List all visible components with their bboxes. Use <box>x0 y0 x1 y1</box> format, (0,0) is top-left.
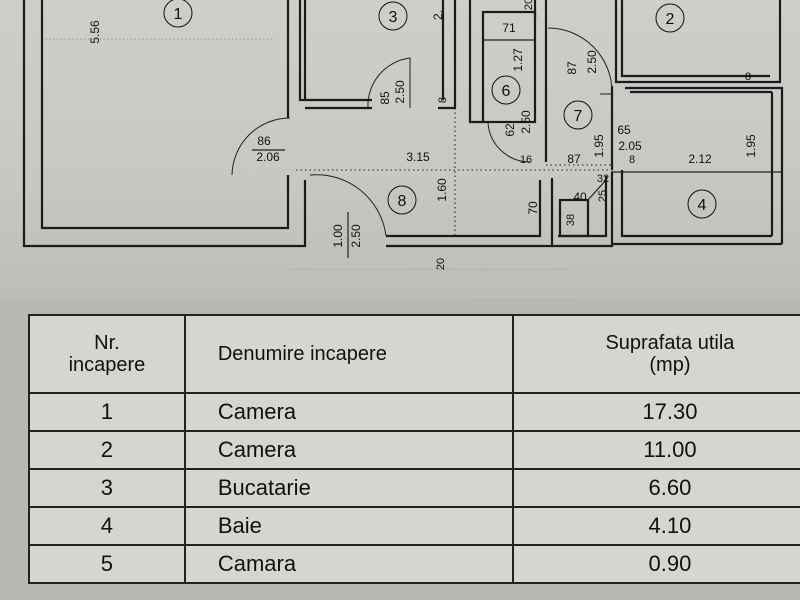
cell-nr: 5 <box>28 544 186 584</box>
dim-65: 65 <box>617 123 631 137</box>
svg-text:..............................: ........................................… <box>40 27 273 43</box>
table-row: 2 Camera 11.00 <box>28 430 800 470</box>
cell-nr: 4 <box>28 506 186 546</box>
dim-1-95-b: 1.95 <box>744 134 758 158</box>
dim-1-95-a: 1.95 <box>592 134 606 158</box>
room-number-7: 7 <box>574 108 583 125</box>
dim-87: 87 <box>565 61 579 75</box>
cell-name: Bucatarie <box>183 468 514 508</box>
header-area-line1: Suprafata utila <box>605 332 735 354</box>
cell-name: Camera <box>183 430 514 470</box>
dim-2-12: 2.12 <box>688 152 712 166</box>
dim-2-50-d: 2.50 <box>349 224 363 248</box>
dim-2-50-b: 2.50 <box>393 80 407 104</box>
cell-area: 6.60 <box>511 468 800 508</box>
dim-5-56: 5.56 <box>88 20 102 44</box>
dim-25: 25 <box>597 190 609 202</box>
dim-1-00: 1.00 <box>331 224 345 248</box>
dim-2-x: 2. <box>431 10 445 20</box>
dim-87-b: 87 <box>567 152 581 166</box>
header-room-name: Denumire incapere <box>183 314 514 394</box>
table-row: 1 Camera 17.30 <box>28 392 800 432</box>
room-number-8: 8 <box>398 193 407 210</box>
dim-86: 86 <box>257 134 271 148</box>
room-number-4: 4 <box>698 197 707 214</box>
dim-38: 38 <box>565 214 577 226</box>
table-row: 5 Camara 0.90 <box>28 544 800 584</box>
room-areas-table: Nr. incapere Denumire incapere Suprafata… <box>28 314 800 584</box>
header-room-number: Nr. incapere <box>28 314 186 394</box>
svg-text:............................: ............................ <box>470 287 579 300</box>
svg-text:..............................: ........................................… <box>290 257 570 273</box>
dim-2-06: 2.06 <box>256 150 280 164</box>
cell-name: Baie <box>183 506 514 546</box>
table-header-row: Nr. incapere Denumire incapere Suprafata… <box>28 314 800 394</box>
room-number-2: 2 <box>666 11 675 28</box>
floor-plan: ........................................… <box>0 0 800 300</box>
room-number-3: 3 <box>389 9 398 26</box>
dim-8-c: 8 <box>629 154 635 166</box>
room-number-1: 1 <box>174 6 183 23</box>
cell-nr: 2 <box>28 430 186 470</box>
dim-8-b: 8 <box>437 97 449 103</box>
dim-2-05: 2.05 <box>618 139 642 153</box>
dim-1-27: 1.27 <box>511 48 525 72</box>
cell-area: 11.00 <box>511 430 800 470</box>
dim-71: 71 <box>502 21 516 35</box>
cell-nr: 3 <box>28 468 186 508</box>
dim-62: 62 <box>503 123 517 137</box>
dim-20-top: 20 <box>523 0 535 10</box>
cell-nr: 1 <box>28 392 186 432</box>
dim-16: 16 <box>520 154 532 166</box>
cell-area: 17.30 <box>511 392 800 432</box>
dim-32: 32 <box>597 173 609 185</box>
table-row: 4 Baie 4.10 <box>28 506 800 546</box>
dim-2-50-c: 2.50 <box>519 110 533 134</box>
cell-area: 0.90 <box>511 544 800 584</box>
cell-area: 4.10 <box>511 506 800 546</box>
dim-40: 40 <box>573 190 587 204</box>
floor-plan-drawing: ........................................… <box>22 0 784 300</box>
dim-20-bottom: 20 <box>435 258 447 270</box>
cell-name: Camara <box>183 544 514 584</box>
dim-85: 85 <box>378 91 392 105</box>
header-nr-line1: Nr. <box>94 332 120 354</box>
header-usable-area: Suprafata utila (mp) <box>511 314 800 394</box>
dim-8-a: 8 <box>745 71 751 83</box>
dim-3-15: 3.15 <box>406 150 430 164</box>
header-area-line2: (mp) <box>649 354 691 376</box>
dim-2-50-a: 2.50 <box>585 50 599 74</box>
dim-70: 70 <box>526 201 540 215</box>
room-number-6: 6 <box>502 83 511 100</box>
cell-name: Camera <box>183 392 514 432</box>
dim-1-60: 1.60 <box>435 178 449 202</box>
table-row: 3 Bucatarie 6.60 <box>28 468 800 508</box>
header-nr-line2: incapere <box>68 354 146 376</box>
